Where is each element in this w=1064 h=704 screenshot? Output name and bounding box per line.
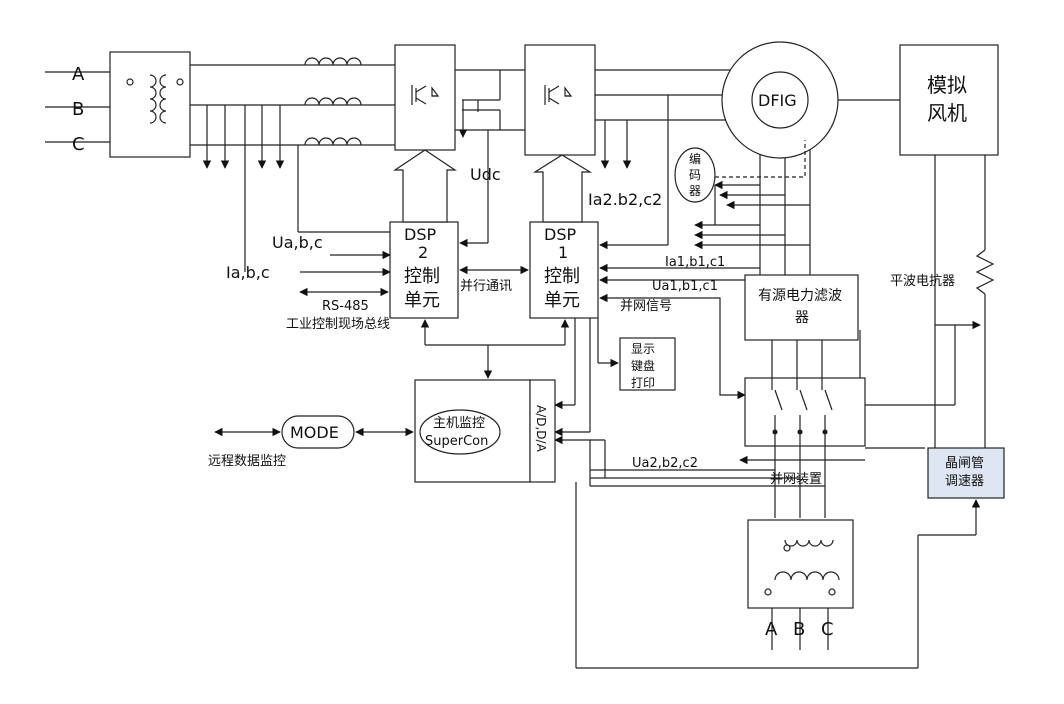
- dsp1-drive-arrow: [532, 154, 593, 223]
- dsp2-inputs: [244, 150, 489, 297]
- apf-block: [744, 274, 859, 341]
- ua2-label: Ua2,b2,c2: [632, 456, 698, 471]
- dsp1-inputs: [599, 185, 760, 303]
- ua-label: Ua,b,c: [272, 233, 323, 252]
- wind-simulator-box: [899, 44, 999, 156]
- wind-sim-line2: 风机: [927, 101, 967, 125]
- encoder-line1: 编: [689, 151, 701, 166]
- dsp2-block: [389, 221, 459, 319]
- apf-line2: 器: [795, 310, 809, 326]
- dsp2-line4: 单元: [404, 290, 440, 311]
- right-side-lines: [575, 155, 995, 669]
- thyristor-line1: 晶闸管: [945, 456, 984, 471]
- encoder-block: [674, 147, 716, 203]
- mode-label: MODE: [290, 423, 339, 442]
- fieldbus-label: 工业控制现场总线: [286, 317, 390, 332]
- grid-device-label: 并网装置: [770, 472, 822, 487]
- encoder-line3: 器: [689, 184, 701, 198]
- dsp2-line3: 控制: [404, 266, 440, 287]
- grid-side-converter: [394, 44, 456, 151]
- encoder-line2: 码: [689, 168, 701, 182]
- dsp1-line4: 单元: [544, 290, 580, 311]
- phase-c-label: C: [72, 134, 85, 155]
- dsp1-line3: 控制: [544, 266, 580, 287]
- bottom-phase-a-label: A: [765, 619, 778, 640]
- rotor-side-converter: [524, 44, 596, 156]
- ia2-label: Ia2.b2,c2: [588, 190, 662, 209]
- display-block: [619, 337, 676, 391]
- dsp2-line2: 2: [418, 243, 428, 262]
- grid-switch-box: [744, 377, 866, 447]
- bottom-phase-c-label: C: [821, 619, 834, 640]
- display-line1: 显示: [631, 342, 655, 356]
- adda-block: [529, 379, 556, 483]
- grid-switches: [771, 340, 833, 518]
- adda-label: A/D,D/A: [534, 405, 548, 453]
- mode-block: [281, 415, 355, 449]
- dsp1-line1: DSP: [544, 225, 576, 244]
- phase-a-label: A: [72, 64, 85, 85]
- parallel-comm-label: 并行通讯: [460, 279, 512, 294]
- dsp-host-bus: [420, 319, 570, 379]
- grid-transformer: [747, 519, 854, 650]
- remote-monitor-label: 远程数据监控: [208, 454, 286, 469]
- wind-sim-line1: 模拟: [927, 73, 967, 97]
- bottom-phase-b-label: B: [793, 619, 805, 640]
- grid-signal-path: [640, 297, 746, 400]
- dsp1-line2: 1: [558, 243, 568, 262]
- udc-label: Udc: [470, 165, 501, 184]
- ia-label: Ia,b,c: [226, 263, 270, 282]
- host-monitor-ellipse: [419, 409, 501, 455]
- dfig-label: DFIG: [758, 91, 797, 110]
- input-transformer: [109, 51, 191, 158]
- stator-lines: [694, 150, 811, 275]
- display-line2: 键盘: [631, 358, 655, 373]
- ua1-label: Ua1,b1,c1: [652, 279, 718, 294]
- dc-link: [455, 69, 525, 150]
- thyristor-block: [927, 447, 1005, 499]
- apf-line1: 有源电力滤波: [758, 288, 842, 304]
- thyristor-line2: 调速器: [945, 474, 984, 489]
- input-phase-lines: [45, 71, 110, 143]
- grid-signal-label: 并网信号: [620, 299, 672, 314]
- phase-b-label: B: [72, 99, 84, 120]
- dfig-machine: [721, 41, 839, 159]
- input-bus: [190, 57, 395, 232]
- rs485-label: RS-485: [322, 299, 369, 314]
- host-line2: SuperCon: [425, 434, 488, 449]
- rotor-lines: [595, 69, 740, 245]
- ia1-label: Ia1,b1,c1: [665, 255, 725, 270]
- ua2-feedback: [554, 318, 865, 487]
- dsp2-line1: DSP: [404, 225, 436, 244]
- dsp2-drive-arrow: [393, 149, 457, 223]
- host-line1: 主机监控: [433, 416, 485, 431]
- smoothing-reactor-label: 平波电抗器: [890, 274, 955, 289]
- display-line3: 打印: [631, 376, 655, 390]
